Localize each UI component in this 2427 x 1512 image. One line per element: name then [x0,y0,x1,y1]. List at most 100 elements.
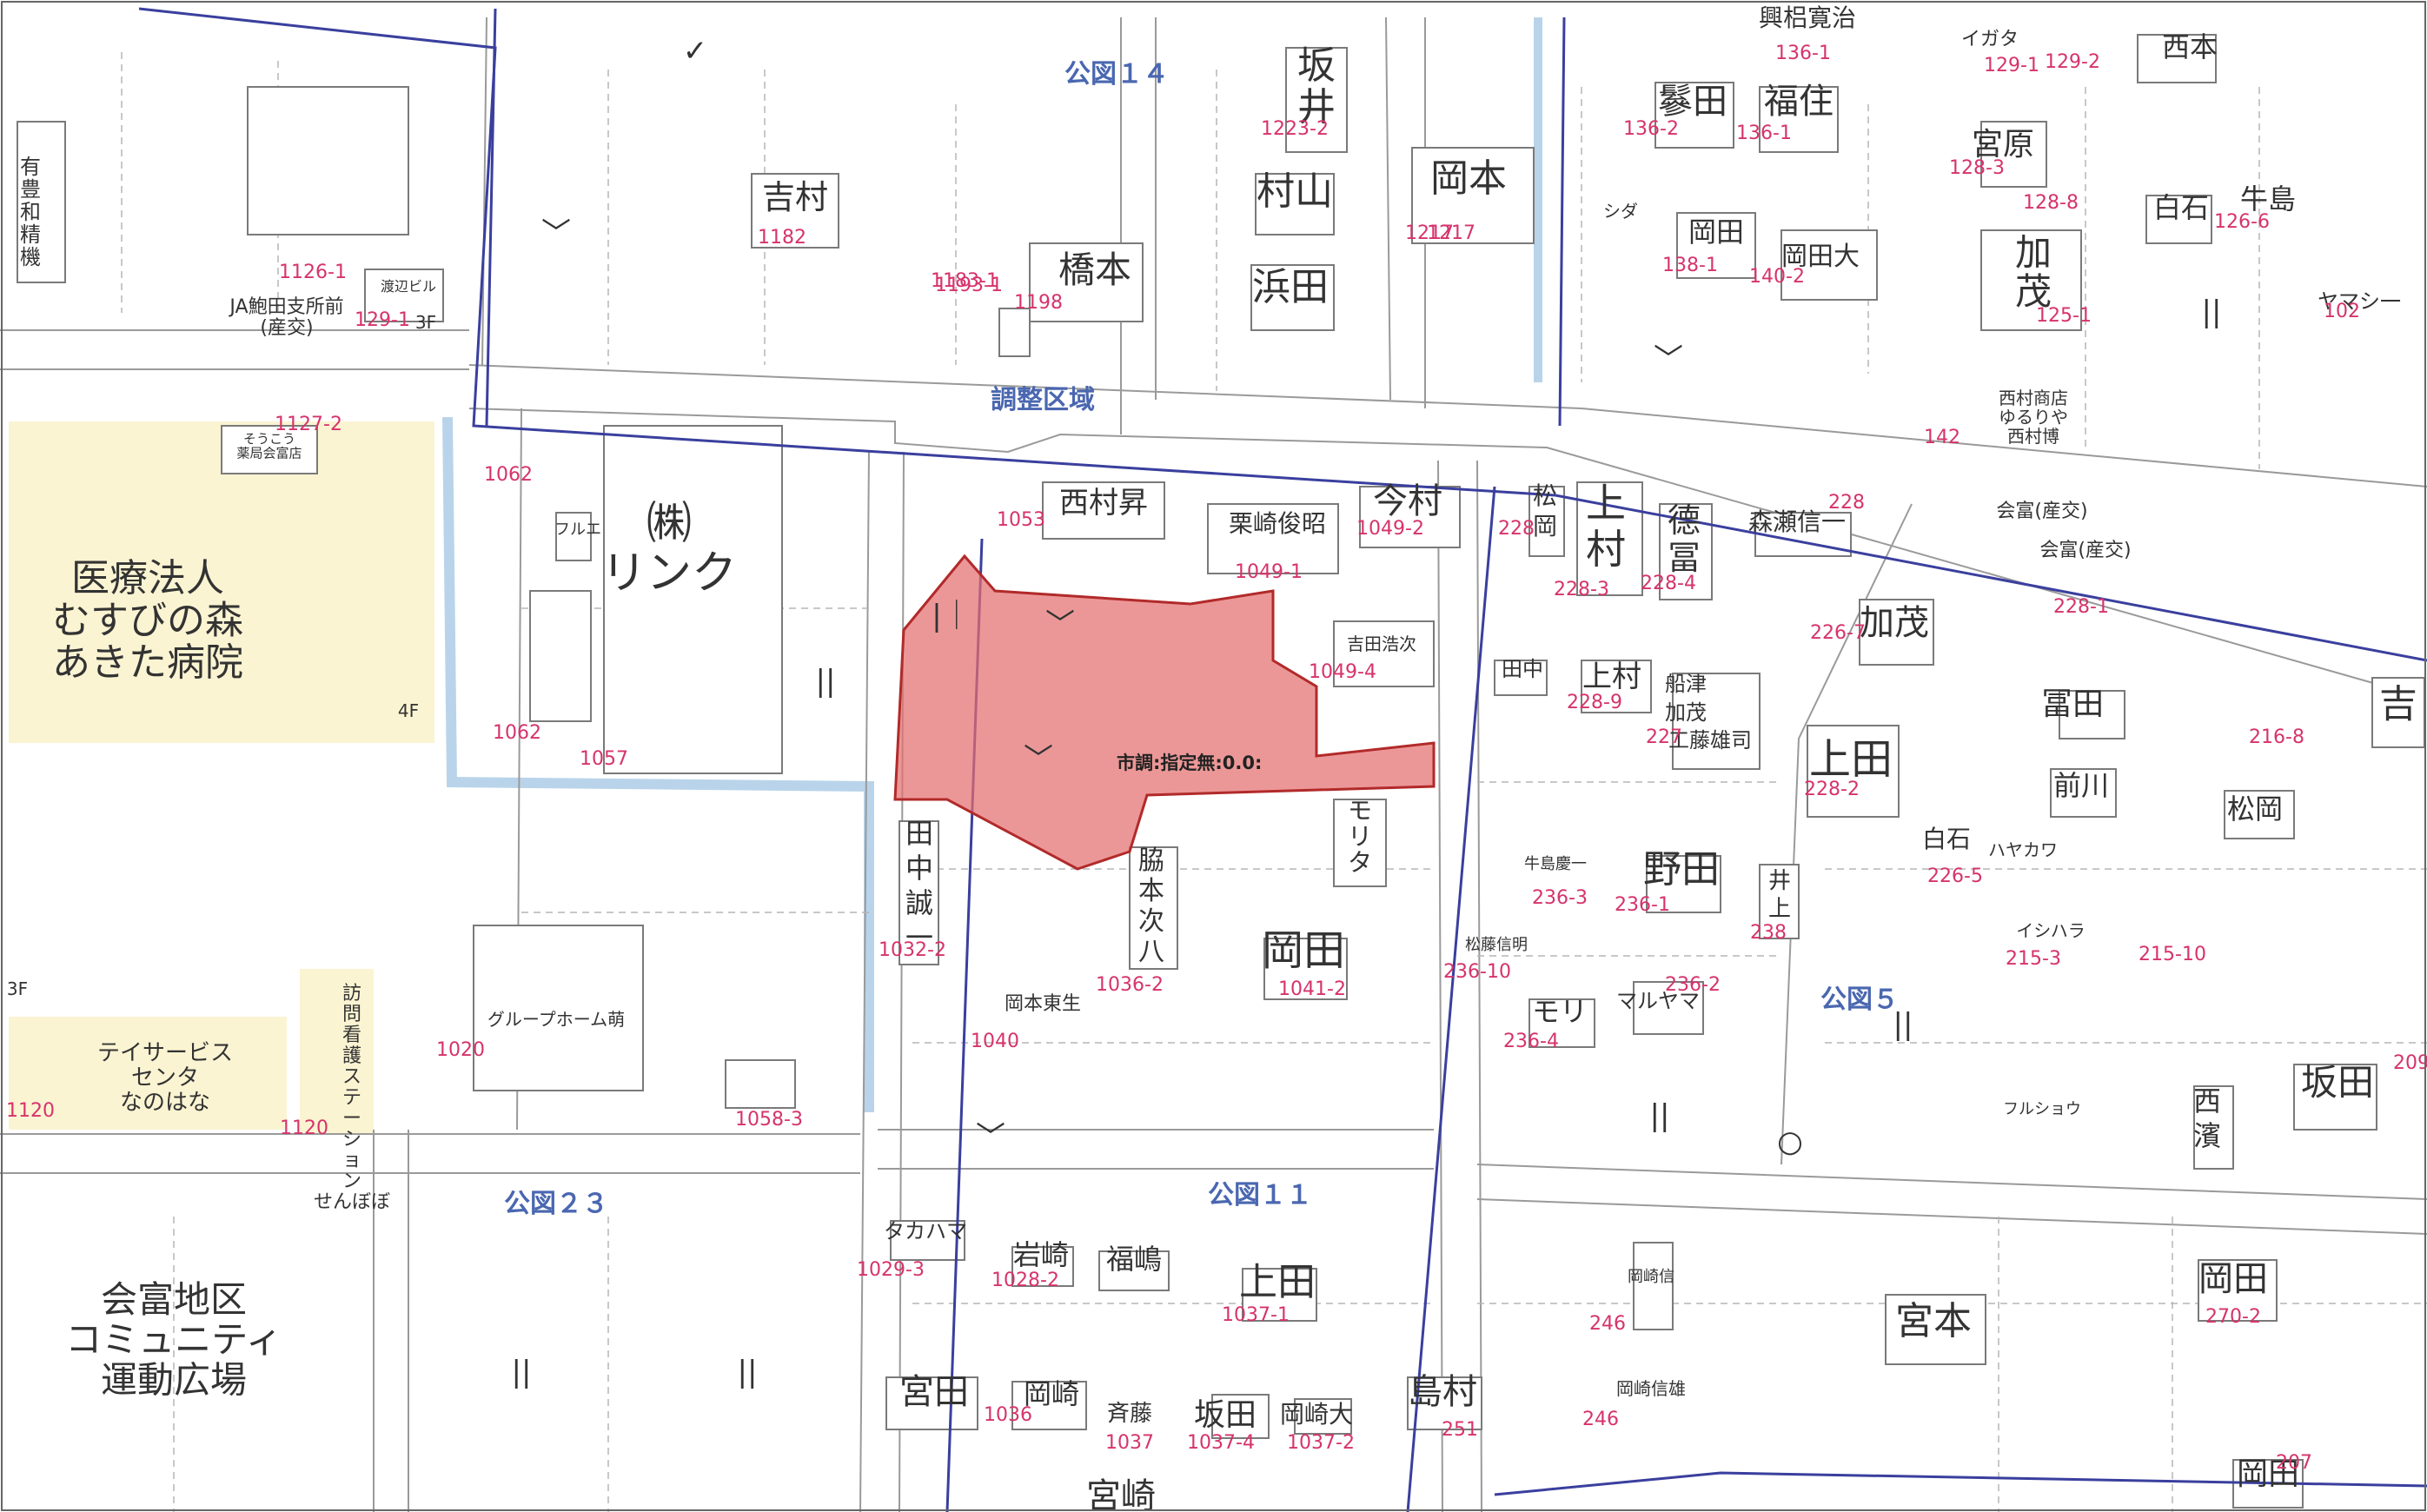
lot-number: 228-9 [1567,692,1622,713]
building-label-ja: JA鮑田支所前 [228,296,343,318]
lot-number: 1037-4 [1187,1432,1255,1454]
owner-name: タカハマ [884,1219,967,1243]
visit-care-area [300,969,374,1134]
lot-number: 228-1 [2053,596,2109,618]
lot-number: 1193-1 [935,275,1003,296]
zone-label-k14: 公図１４ [1064,59,1169,90]
lot-number: 238 [1750,922,1787,944]
lot-number: 1217 [1405,222,1454,244]
owner-name: 加茂 [1860,603,1929,643]
owner-name: 井 [1297,85,1336,129]
map-symbol: || [1650,1098,1670,1133]
building-label-yushin: 有 [20,155,41,179]
owner-name: 坂 [1297,43,1336,88]
owner-name: 上 [1586,480,1626,527]
building-label-visit-care: ー [342,1108,361,1130]
owner-name: 八 [1138,937,1164,967]
owner-name: 今村 [1373,481,1442,521]
owner-name: 斉藤 [1107,1401,1152,1427]
owner-name: 前川 [2053,769,2109,802]
owner-name: 田中 [1502,657,1543,681]
owner-name: 岡本東生 [1005,993,1081,1015]
building-label-yushin: 豊 [20,177,41,202]
lot-number: 1020 [436,1039,485,1061]
owner-name: 栗崎俊昭 [1229,509,1326,538]
map-symbol: || [1893,1007,1913,1042]
building-label-aitomi-2: 会富(産交) [2039,540,2131,561]
floor-label: 3F [7,978,28,999]
owner-name: モリ [1532,995,1588,1028]
building-label-soko: 薬局会富店 [236,446,302,461]
owner-name: 松 [1533,481,1557,510]
owner-name: タ [1348,848,1372,877]
owner-name: 西 [2193,1084,2221,1117]
lot-number: 246 [1582,1409,1619,1430]
building-label-visit-care: シ [342,1129,361,1151]
water-channel [442,416,874,1112]
building-label-nishimura-shop: ゆるりや [1999,407,2068,428]
building-label-watanabe: 渡辺ビル [381,278,436,295]
lot-number: 1127-2 [275,414,342,435]
owner-name: フルショウ [2003,1100,2081,1118]
owner-name: 宮田 [899,1372,969,1412]
zone-label-chosei: 調整区域 [991,385,1095,415]
lot-number: 1058-3 [735,1109,803,1131]
owner-name: 冨田 [2041,686,2104,722]
owner-name: 岡崎 [1024,1377,1079,1410]
building-label-visit-care: テ [342,1087,361,1109]
owner-name: 宮原 [1972,127,2034,162]
map-symbol: ﹀ [976,1120,1005,1155]
map-symbol: ○ [1777,1124,1803,1159]
lot-number: 236-1 [1615,894,1670,916]
map-symbol: ﹀ [541,216,571,251]
owner-name: 岡田 [1262,926,1345,975]
lot-number: 236-2 [1665,974,1721,996]
lot-number: 228-2 [1804,779,1860,800]
owner-name: 野田 [1643,847,1720,892]
map-symbol: || [738,1355,758,1389]
building-label-hospital: むすびの森 [52,598,243,642]
owner-name: 牛島 [2240,182,2296,216]
lot-number: 228-3 [1554,579,1609,600]
zone-label-k23: 公図２３ [504,1189,608,1219]
owner-name: 宮崎 [1086,1476,1156,1512]
lot-number: 209 [2393,1052,2427,1074]
lot-number: 1040 [971,1031,1019,1052]
owner-name: 岡田 [1688,216,1744,249]
owner-name: ハヤカワ [1988,839,2058,860]
owner-name: 濱 [2193,1119,2221,1152]
road-network [0,17,2427,1512]
owner-name: 加茂 [1665,700,1707,725]
owner-name: 松岡 [2227,792,2283,826]
owner-name: 岡田 [2237,1456,2299,1492]
map-symbol: ﹀ [1024,742,1053,777]
building-label-link: リンク [601,547,737,600]
building-label-visit-care: ョ [342,1150,361,1171]
lot-number: 1029-3 [857,1259,925,1281]
map-symbol: || [816,664,836,699]
building-label-community: 運動広場 [101,1358,247,1401]
owner-name: 岡田 [2198,1259,2268,1299]
owner-name: 誠 [905,886,933,919]
owner-name: 坂田 [2301,1061,2374,1104]
owner-names: 西村昇栗崎俊昭今村吉田浩次橋本吉村坂井村山浜田岡本鬖田福住岡田岡田大興梠寛治宮原… [554,3,2417,1512]
owner-name: 村山 [1257,169,1333,214]
owner-name: 中 [905,852,933,885]
owner-name: モ [1348,796,1372,825]
building-label-soko: そうこう [243,431,295,447]
map-symbol: ﹀ [1045,607,1075,642]
lot-number: 1049-4 [1309,661,1376,683]
selected-parcel[interactable] [893,554,1436,871]
owner-name: 上田 [1809,735,1893,784]
building-label-aitomi-1: 会富(産交) [1996,501,2087,522]
lot-number: 136-2 [1623,118,1679,140]
building-label-yushin: 和 [20,200,41,224]
hospital-site-area [9,421,434,743]
lot-number: 129-1 [355,309,410,331]
lot-number: 1217 [1427,222,1475,244]
owner-name: 岡 [1533,512,1557,540]
lot-number: 251 [1442,1419,1478,1441]
owner-name: 田 [905,817,933,850]
owner-name: イガタ [1961,29,2019,50]
